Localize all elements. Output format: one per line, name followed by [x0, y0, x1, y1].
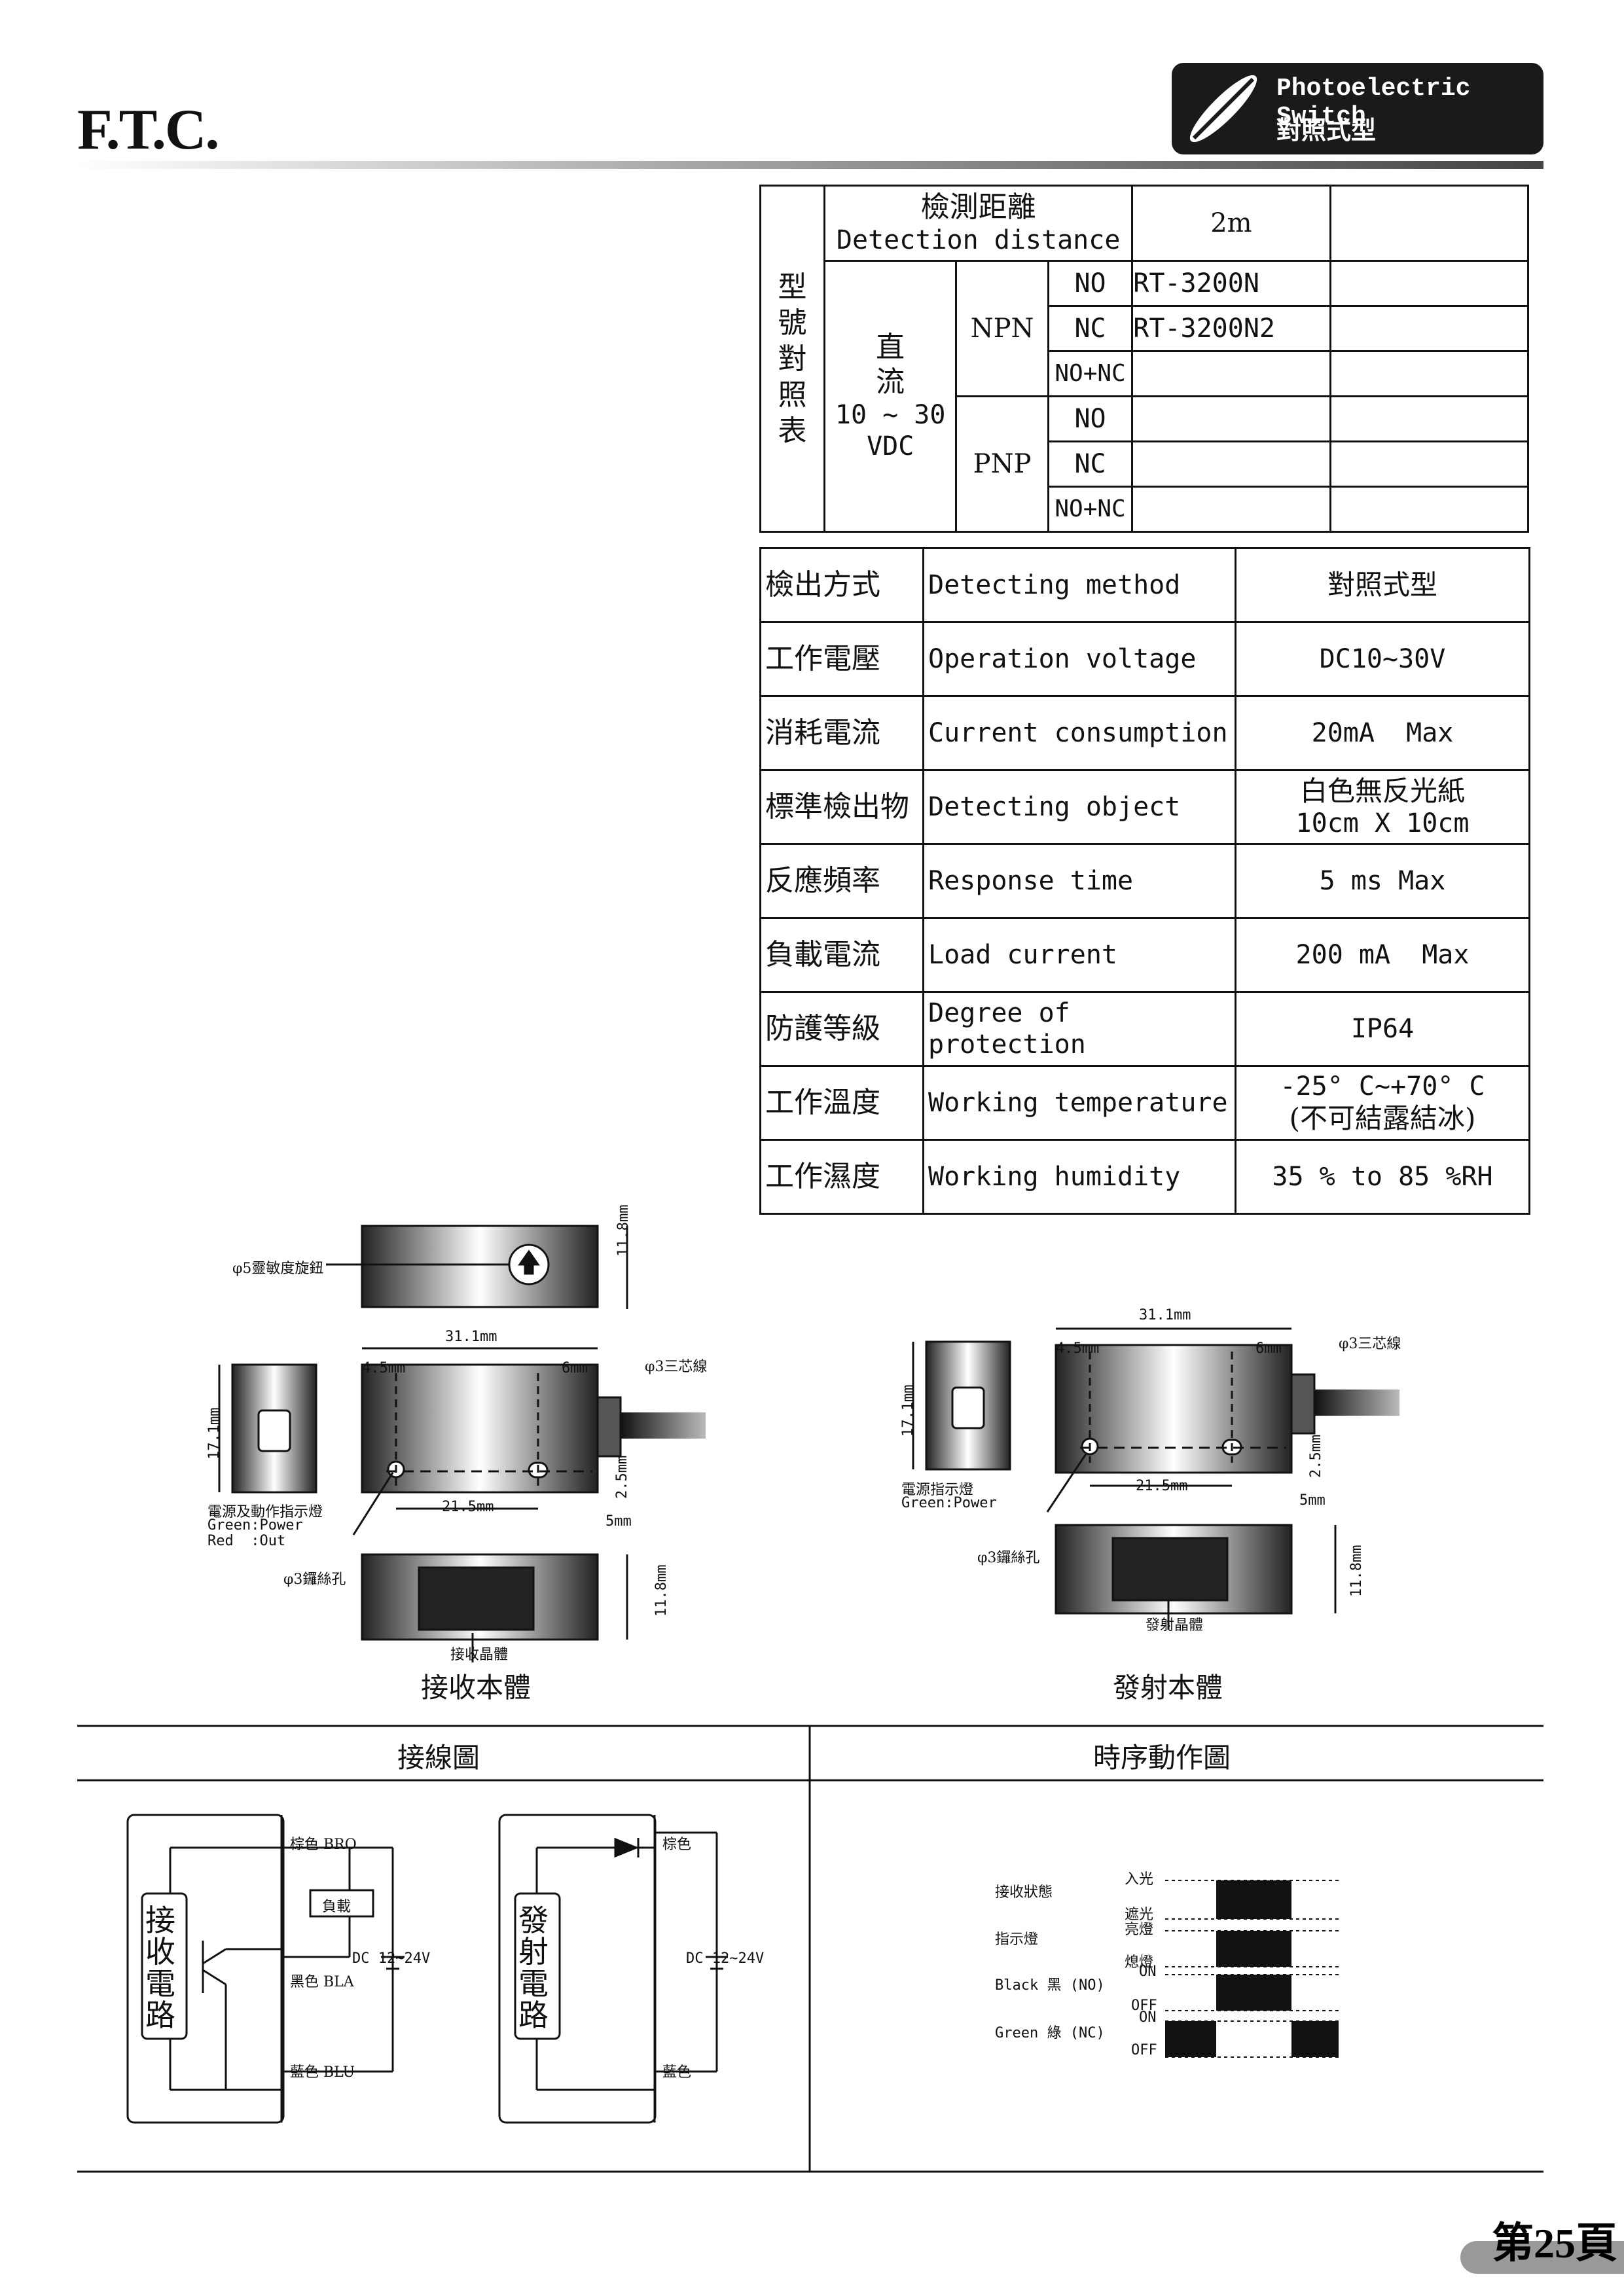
badge-title-zh: 對照式型 — [1276, 115, 1377, 145]
timing-black-pulse — [1216, 1975, 1291, 2011]
model-table-side-label: 型號對照表 — [759, 185, 826, 533]
screw-label: φ3鑼絲孔 — [283, 1571, 346, 1588]
tx-circuit-label: 發射電路 — [518, 1903, 549, 2033]
timing-lamp-pulse — [1216, 1931, 1291, 1967]
emitter-screw-label: φ3鑼絲孔 — [977, 1550, 1040, 1566]
sensor-beam-icon — [1189, 75, 1257, 143]
detect-distance-value: 2m — [1131, 185, 1331, 262]
timing-rx-pulse — [1216, 1880, 1291, 1919]
timing-green-pulse-a — [1165, 2021, 1216, 2057]
brand-logo: F.T.C. — [77, 98, 219, 162]
knob-label: φ5靈敏度旋鈕 — [232, 1261, 324, 1277]
npn-no-model: RT-3200N — [1131, 260, 1331, 307]
page-number: 第25頁 — [1492, 2220, 1617, 2267]
indicator-label: 電源及動作指示燈 — [208, 1504, 323, 1520]
bottom-frame — [77, 1725, 1543, 2173]
timing-green-pulse-b — [1291, 2021, 1339, 2057]
dc-label: 直流 10 ~ 30 VDC — [823, 260, 958, 533]
timing-chart — [1165, 1880, 1339, 2058]
emitter-cable-label: φ3三芯線 — [1339, 1336, 1401, 1352]
detect-distance-label: 檢測距離 Detection distance — [823, 185, 1134, 262]
wiring-title: 接線圖 — [397, 1742, 480, 1774]
header-rule — [77, 161, 1543, 169]
timing-title: 時序動作圖 — [1093, 1742, 1231, 1774]
emitter-indicator-label: 電源指示燈 — [901, 1482, 974, 1498]
npn-label: NPN — [955, 260, 1049, 397]
emitter-drawing — [912, 1327, 1399, 1630]
badge-title-en: Photoelectric Switch — [1276, 75, 1471, 131]
product-badge: Photoelectric Switch 對照式型 — [1172, 63, 1543, 154]
npn-nc-model: RT-3200N2 — [1131, 305, 1331, 352]
receiver-drawing — [218, 1225, 706, 1662]
receiver-wiring — [126, 1814, 405, 2124]
cable-label: φ3三芯線 — [645, 1359, 708, 1375]
pnp-label: PNP — [955, 395, 1049, 533]
page-number-tab: 第25頁 — [1454, 2210, 1624, 2296]
receiver-caption: 接收本體 — [421, 1672, 532, 1704]
emitter-caption: 發射本體 — [1113, 1672, 1223, 1704]
rx-circuit-label: 接收電路 — [145, 1903, 175, 2033]
emitter-wiring — [498, 1814, 728, 2124]
model-table: 型號對照表 檢測距離 Detection distance 2m 直流 10 ~… — [759, 185, 1530, 533]
